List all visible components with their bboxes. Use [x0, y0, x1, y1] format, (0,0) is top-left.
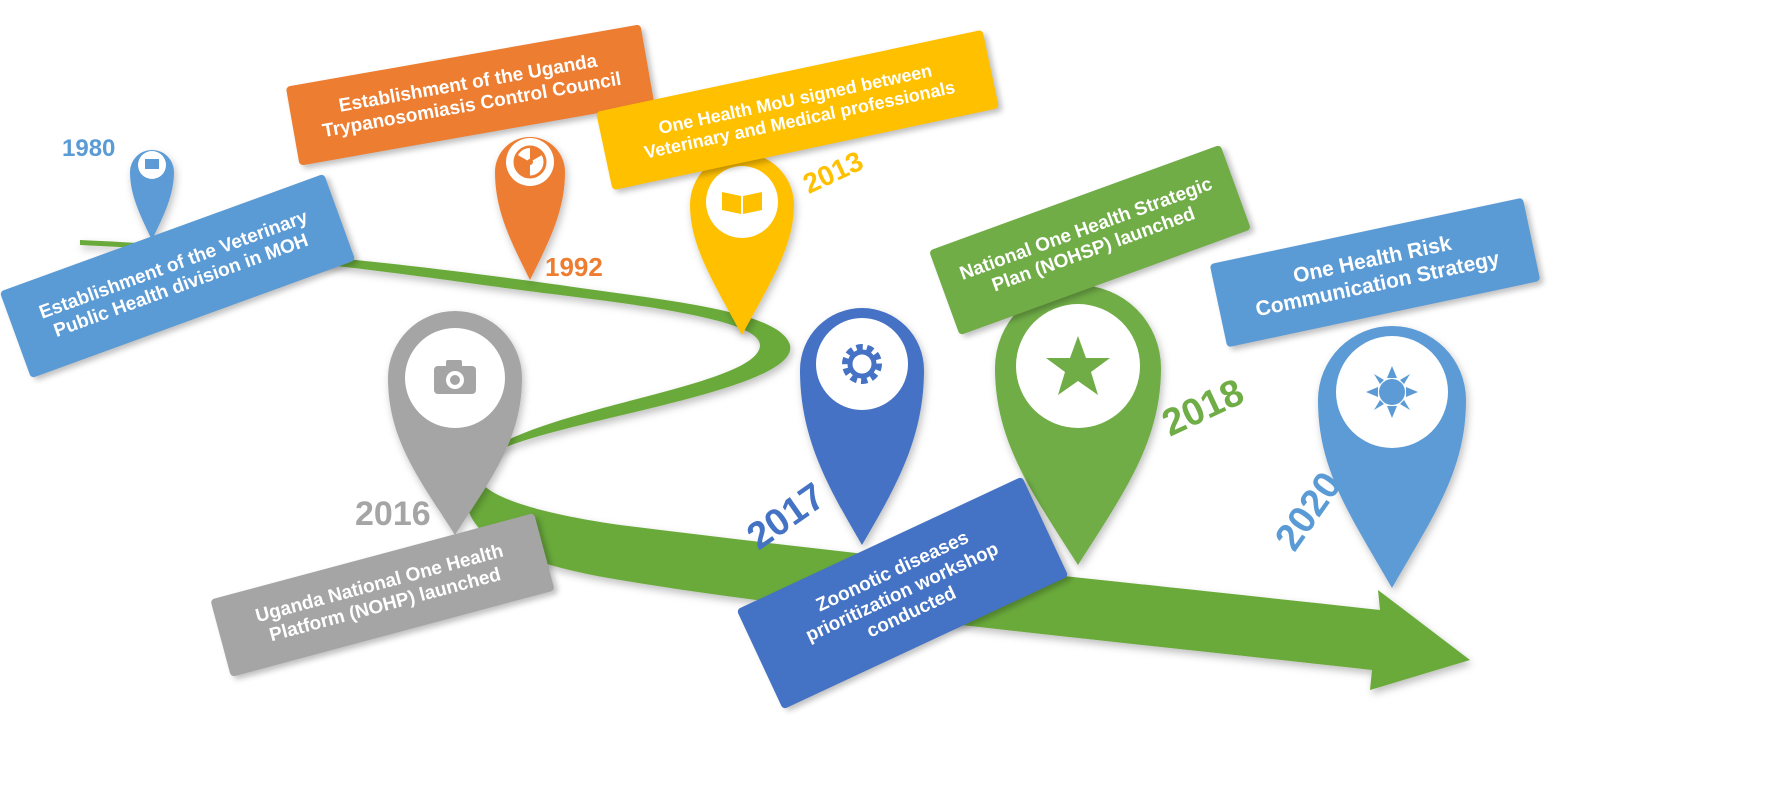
year-1980: 1980	[62, 135, 116, 162]
camera-icon	[434, 360, 476, 394]
year-2016: 2016	[355, 495, 431, 533]
pin-2018	[995, 285, 1161, 565]
radiation-icon	[513, 145, 547, 179]
gear-icon	[842, 344, 882, 384]
pin-2020	[1318, 326, 1466, 588]
year-1992: 1992	[545, 252, 603, 282]
pin-1980	[130, 150, 174, 240]
star-icon	[1046, 336, 1110, 395]
sun-icon	[1366, 366, 1418, 418]
book-icon	[722, 192, 762, 214]
monitor-icon	[145, 159, 159, 169]
pin-1992	[495, 136, 565, 280]
pin-2013	[690, 153, 794, 335]
pin-2016	[388, 311, 522, 535]
pin-2017	[800, 308, 924, 545]
